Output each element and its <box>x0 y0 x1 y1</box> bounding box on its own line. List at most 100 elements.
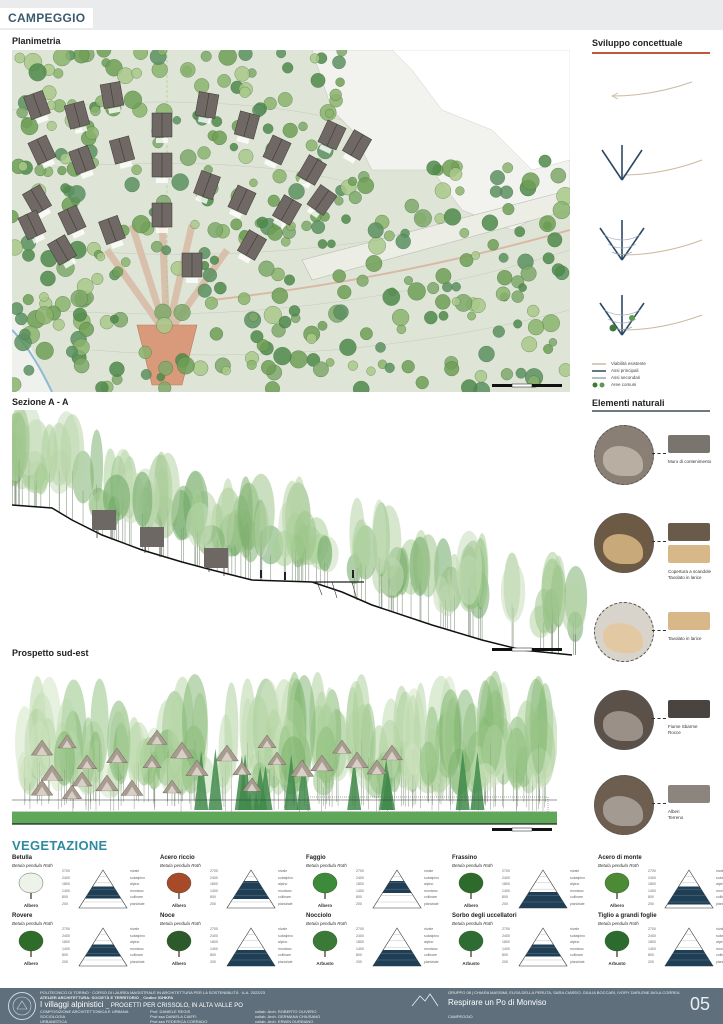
elevation-cabin <box>215 744 239 762</box>
altitude-pyramid <box>226 927 276 967</box>
footer-project-sub: CAMPEGGIO <box>448 1014 473 1019</box>
plan-cabin <box>151 152 173 183</box>
altitude-value: 1800 <box>648 940 656 944</box>
altitude-label: montano <box>278 946 292 951</box>
altitude-label: collinare <box>130 953 144 957</box>
altitude-value: 1800 <box>356 940 364 944</box>
altitude-label: planiziale <box>424 959 439 964</box>
element-labels: Muro di contenimento <box>668 459 716 465</box>
altitude-label: nivale <box>570 869 580 873</box>
plan-cabin <box>236 229 268 264</box>
plan-cabin <box>68 144 96 179</box>
plan-cabin <box>233 110 261 144</box>
course-line: URBANISTICA <box>40 1019 67 1024</box>
vegetation-type: Albero <box>171 961 187 966</box>
altitude-label: montano <box>570 888 584 893</box>
altitude-label: nivale <box>716 869 723 873</box>
altitude-value: 200 <box>62 959 68 964</box>
vegetation-name: Acero riccio <box>160 855 195 861</box>
university-seal-icon <box>8 992 36 1020</box>
concept-step-4 <box>599 295 703 336</box>
vegetation-type: Albero <box>317 903 333 908</box>
vegetation-name: Sorbo degli uccellatori <box>452 913 517 919</box>
altitude-label: collinare <box>278 953 292 957</box>
altitude-label: alpino <box>130 940 140 944</box>
element-material-swatch <box>668 700 710 718</box>
elevation-cabin <box>242 777 262 792</box>
natural-elements-list: Muro di contenimento Copertura a scandol… <box>592 418 717 838</box>
footer-title-main: I villaggi alpinistici <box>40 1000 104 1009</box>
elevation-cabin <box>170 741 194 759</box>
section-drawing <box>12 410 590 665</box>
vegetation-scientific-name: Betula pendula Roth <box>12 921 53 926</box>
vegetation-scientific-name: Betula pendula Roth <box>598 863 639 868</box>
altitude-label: nivale <box>278 869 288 873</box>
altitude-label: alpino <box>278 940 288 944</box>
vegetation-scientific-name: Betula pendula Roth <box>306 863 347 868</box>
site-plan-drawing <box>12 50 570 392</box>
vegetation-type: Arbusto <box>316 961 334 966</box>
element-label: Copertura a scandole <box>668 569 712 574</box>
altitude-value: 2700 <box>210 927 218 931</box>
altitude-value: 1400 <box>210 888 218 893</box>
prof-line: Prof.ssa FEDERICA CORRADO <box>150 1019 208 1024</box>
footer-bar: POLITECNICO DI TORINO · CORSO DI LAUREA … <box>0 988 723 1024</box>
altitude-label: planiziale <box>278 901 293 906</box>
element-label: Rocce <box>668 730 681 735</box>
elevation-cabin <box>185 759 209 776</box>
elevation-cabin <box>332 739 352 754</box>
tree-illustration-icon <box>456 871 486 899</box>
altitude-pyramid <box>226 869 276 909</box>
vegetation-scientific-name: Betula pendula Roth <box>598 921 639 926</box>
elevation-trees <box>15 670 557 812</box>
altitude-label: montano <box>130 946 144 951</box>
section-cabins <box>92 510 228 576</box>
altitude-label: alpino <box>424 882 434 886</box>
altitude-value: 2700 <box>356 927 364 931</box>
footer-collabs: collab. Arch. ROBERTO OLIVERO collab. Ar… <box>255 1009 320 1024</box>
plan-cabin <box>46 234 78 269</box>
elevation-cabins <box>30 729 404 799</box>
plan-cabin <box>151 112 173 143</box>
altitude-value: 2400 <box>62 875 70 880</box>
elevation-cabin <box>232 761 252 776</box>
concept-diagrams <box>592 60 712 360</box>
altitude-label: subalpino <box>278 875 293 880</box>
altitude-label: subalpino <box>570 875 585 880</box>
altitude-value: 1400 <box>502 946 510 951</box>
vegetation-title: VEGETAZIONE <box>12 838 108 853</box>
vegetation-card: Acero riccio Betula pendula Roth Albero … <box>160 855 300 913</box>
altitude-label: planiziale <box>716 959 723 964</box>
altitude-pyramid <box>664 869 714 909</box>
concept-step-2 <box>601 145 703 181</box>
element-leader-line <box>652 630 666 631</box>
elevation-cabin <box>345 751 369 769</box>
altitude-value: 2400 <box>648 875 656 880</box>
altitude-label: planiziale <box>716 901 723 906</box>
top-bar <box>0 0 723 30</box>
altitude-label: nivale <box>130 869 140 873</box>
altitude-label: montano <box>570 946 584 951</box>
legend-row: Viabilità esistente <box>592 360 712 367</box>
altitude-value: 2700 <box>62 869 70 873</box>
footer-courses: COMPOSIZIONE ARCHITETTONICA E URBANA SOC… <box>40 1009 128 1024</box>
footer-profs: Prof. DANIELE REGIS Prof.ssa DANIELA CIA… <box>150 1009 207 1024</box>
altitude-label: alpino <box>570 882 580 886</box>
collab-line: collab. Arch. GERMANA CHIUSANO <box>255 1014 321 1019</box>
plan-cabin <box>193 169 221 204</box>
section-deck <box>310 581 364 601</box>
footer-title-sub: _ PROGETTI PER CRISSOLO, IN ALTA VALLE P… <box>105 1003 243 1009</box>
elevation-cabin <box>142 754 162 768</box>
prof-line: Prof. DANIELE REGIS <box>150 1009 191 1014</box>
vegetation-scientific-name: Betula pendula Roth <box>306 921 347 926</box>
vegetation-scientific-name: Betula pendula Roth <box>12 863 53 868</box>
vegetation-type: Arbusto <box>462 961 480 966</box>
altitude-value: 1400 <box>356 888 364 893</box>
plan-cabin <box>108 135 136 169</box>
altitude-label: collinare <box>424 953 438 957</box>
